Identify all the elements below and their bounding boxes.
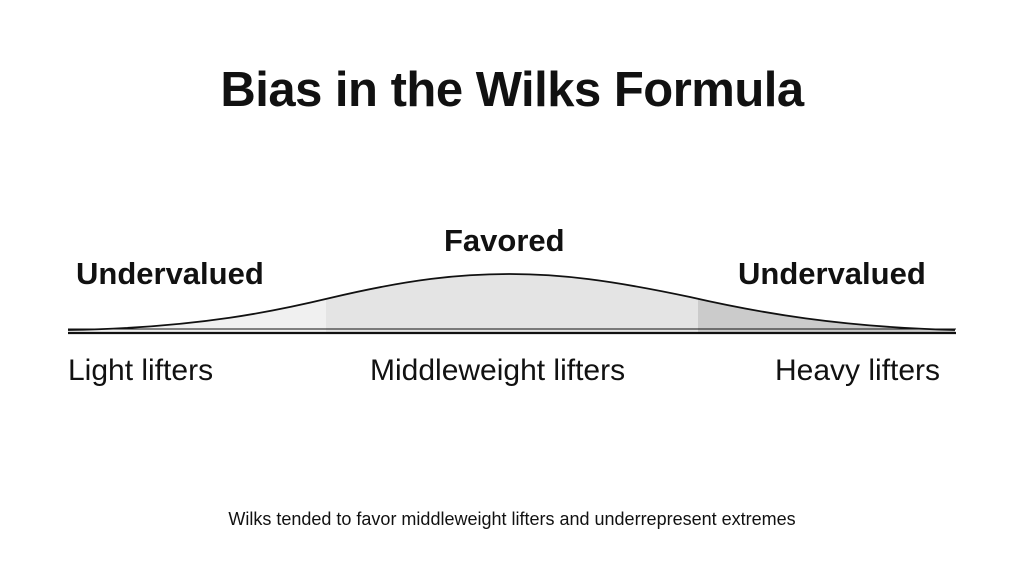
heavy-lifters-label: Heavy lifters <box>775 354 941 387</box>
diagram-title: Bias in the Wilks Formula <box>220 63 804 117</box>
light-lifters-label: Light lifters <box>68 354 214 387</box>
middleweight-lifters-label: Middleweight lifters <box>370 354 626 387</box>
undervalued-left-label: Undervalued <box>76 256 264 291</box>
curve-fill-areas <box>68 274 955 332</box>
favored-middleweight-area <box>326 274 698 332</box>
diagram-caption: Wilks tended to favor middleweight lifte… <box>228 509 796 529</box>
undervalued-right-label: Undervalued <box>738 256 926 291</box>
undervalued-heavy-area <box>698 298 955 332</box>
favored-label: Favored <box>444 223 565 258</box>
undervalued-light-area <box>68 298 326 332</box>
bias-curve-line <box>67 273 956 331</box>
